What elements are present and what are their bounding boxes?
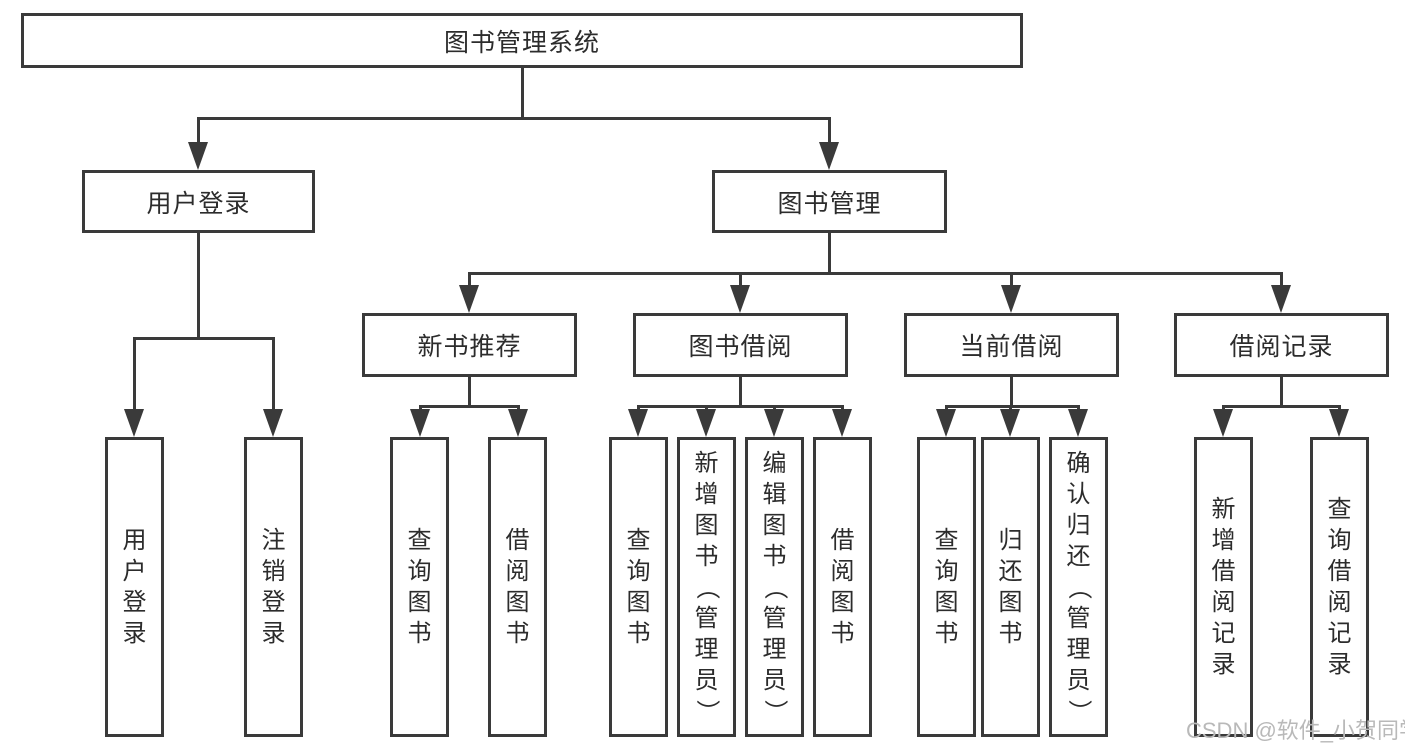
connector-line [197,117,831,120]
arrow-down-icon [696,409,716,437]
watermark-text: CSDN @软件_小贺同学 [1186,718,1405,743]
connector-line [1280,272,1283,288]
connector-line [133,337,136,415]
connector-line [521,68,524,120]
node-borrow-records: 借阅记录 [1174,313,1389,377]
arrow-down-icon [188,142,208,170]
arrow-down-icon [819,142,839,170]
arrow-down-icon [1068,409,1088,437]
leaf-query-books: 查询图书 [390,437,449,737]
leaf-borrow-books: 借阅图书 [488,437,547,737]
connector-line [468,272,1283,275]
connector-line [739,272,742,288]
arrow-down-icon [1001,285,1021,313]
connector-line [945,405,1080,408]
connector-line [1222,405,1341,408]
node-book-borrow: 图书借阅 [633,313,848,377]
leaf-logout-login: 注销登录 [244,437,303,737]
connector-line [828,117,831,147]
arrow-down-icon [764,409,784,437]
arrow-down-icon [832,409,852,437]
connector-line [828,233,831,275]
node-user-login: 用户登录 [82,170,315,233]
node-current-borrow: 当前借阅 [904,313,1119,377]
connector-line [468,272,471,288]
arrow-down-icon [628,409,648,437]
connector-line [419,405,520,408]
connector-line [133,337,275,340]
connector-line [197,233,200,340]
connector-line [637,405,844,408]
connector-line [1010,377,1013,408]
arrow-down-icon [1271,285,1291,313]
arrow-down-icon [124,409,144,437]
connector-line [1010,272,1013,288]
arrow-down-icon [459,285,479,313]
leaf-borrow-books: 借阅图书 [813,437,872,737]
node-root: 图书管理系统 [21,13,1023,68]
leaf-user-login: 用户登录 [105,437,164,737]
arrow-down-icon [730,285,750,313]
leaf-edit-books-admin: 编辑图书（管理员） [745,437,804,737]
arrow-down-icon [410,409,430,437]
leaf-add-books-admin: 新增图书（管理员） [677,437,736,737]
node-new-book-recommend: 新书推荐 [362,313,577,377]
leaf-add-borrow-record: 新增借阅记录 [1194,437,1253,737]
arrow-down-icon [508,409,528,437]
leaf-query-books: 查询图书 [609,437,668,737]
node-book-management: 图书管理 [712,170,947,233]
connector-line [197,117,200,147]
connector-line [272,337,275,415]
connector-line [1280,377,1283,408]
connector-line [468,377,471,408]
leaf-return-books: 归还图书 [981,437,1040,737]
arrow-down-icon [1329,409,1349,437]
connector-line [739,377,742,408]
arrow-down-icon [1000,409,1020,437]
arrow-down-icon [936,409,956,437]
leaf-query-borrow-record: 查询借阅记录 [1310,437,1369,737]
leaf-query-books: 查询图书 [917,437,976,737]
arrow-down-icon [263,409,283,437]
leaf-confirm-return-admin: 确认归还（管理员） [1049,437,1108,737]
arrow-down-icon [1213,409,1233,437]
